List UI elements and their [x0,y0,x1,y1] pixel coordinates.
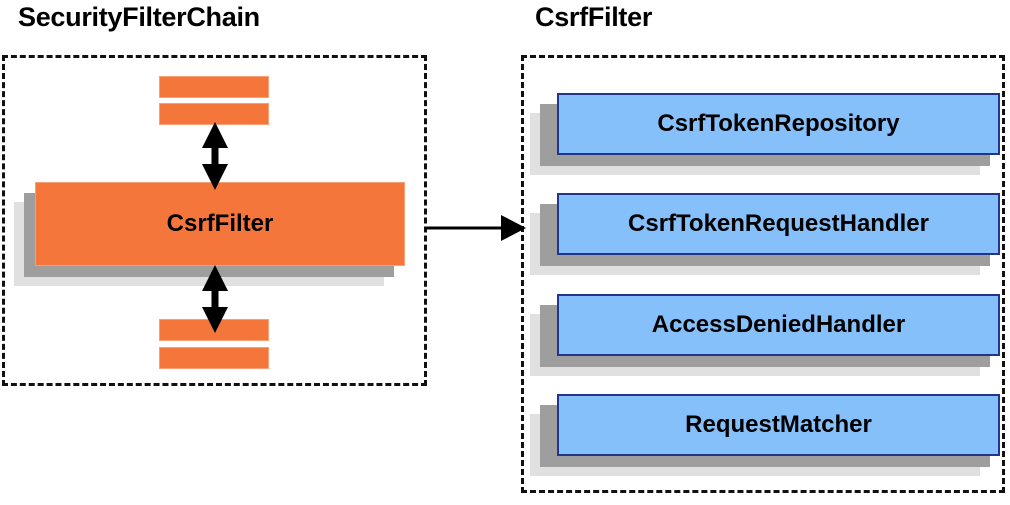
component-card-label: RequestMatcher [685,411,872,438]
component-card-request-matcher[interactable]: RequestMatcher [530,394,1000,476]
filter-stub-top-1 [159,76,269,98]
filter-stub-bottom-1 [159,319,269,341]
csrf-filter-detail-panel [521,55,1005,493]
component-card-face: RequestMatcher [557,394,1000,456]
component-card-access-denied-handler[interactable]: AccessDeniedHandler [530,294,1000,376]
panel-title-security-filter-chain: SecurityFilterChain [18,2,260,32]
component-card-label: CsrfTokenRepository [657,110,900,137]
component-card-csrf-token-request-handler[interactable]: CsrfTokenRequestHandler [530,193,1000,275]
filter-stub-top-2 [159,103,269,125]
filter-stub-bottom-2 [159,347,269,369]
csrf-filter-box[interactable]: CsrfFilter [14,182,405,286]
component-card-face: CsrfTokenRequestHandler [557,193,1000,255]
component-card-label: CsrfTokenRequestHandler [628,210,929,237]
panel-title-csrf-filter: CsrfFilter [535,2,653,32]
csrf-filter-box-label: CsrfFilter [166,210,274,237]
arrow-expand-to-detail [425,215,526,241]
security-filter-chain-panel [2,55,427,386]
csrf-filter-box-face: CsrfFilter [35,182,405,266]
component-card-csrf-token-repository[interactable]: CsrfTokenRepository [530,93,1000,175]
component-card-face: CsrfTokenRepository [557,93,1000,155]
component-card-label: AccessDeniedHandler [651,311,906,338]
component-card-face: AccessDeniedHandler [557,294,1000,356]
